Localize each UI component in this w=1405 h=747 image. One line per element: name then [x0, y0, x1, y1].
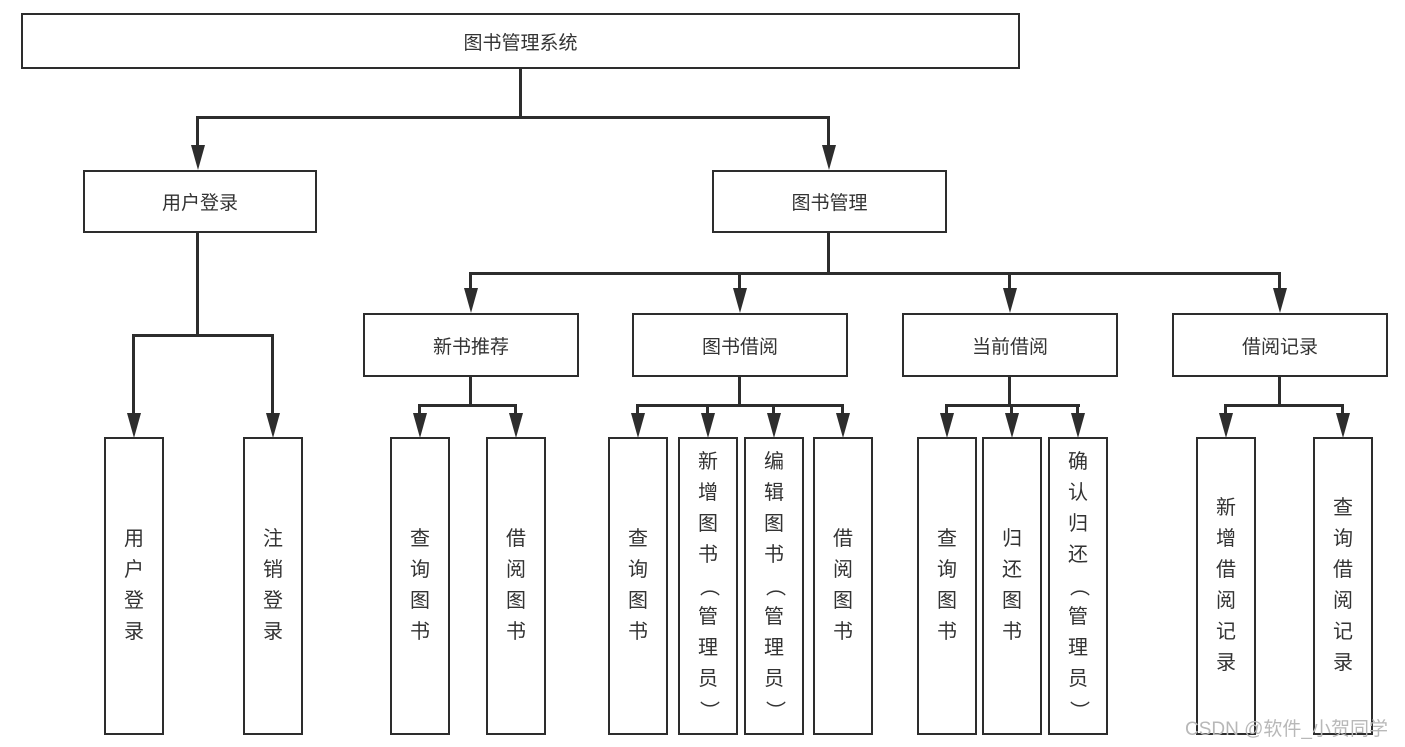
- leaf-logout: 注销登录: [243, 437, 303, 735]
- arrow-to-leaf: [509, 413, 523, 438]
- connector-drop: [772, 404, 775, 414]
- arrow-to-user-login: [191, 145, 205, 170]
- connector-drop-book-management: [827, 116, 830, 146]
- connector-drop: [706, 404, 709, 414]
- connector-drop-user-login: [196, 116, 199, 146]
- leaf-add-borrow-record: 新增借阅记录: [1196, 437, 1256, 735]
- connector-drop: [841, 404, 844, 414]
- arrow-to-borrowing-records: [1273, 288, 1287, 313]
- leaf-borrow-books: 借阅图书: [486, 437, 546, 735]
- arrow-to-leaf-logout: [266, 413, 280, 438]
- node-user-login: 用户登录: [83, 170, 317, 233]
- connector-drop: [636, 404, 639, 414]
- leaf-query-books: 查询图书: [390, 437, 450, 735]
- connector-drop-leaf-user-login: [132, 334, 135, 414]
- node-current-borrowing: 当前借阅: [902, 313, 1118, 377]
- connector-user-login-bar: [132, 334, 274, 337]
- leaf-query-books: 查询图书: [608, 437, 668, 735]
- connector-drop: [514, 404, 517, 414]
- arrow-to-leaf: [701, 413, 715, 438]
- arrow-to-new-book-recommend: [464, 288, 478, 313]
- arrow-to-current-borrowing: [1003, 288, 1017, 313]
- arrow-to-leaf: [940, 413, 954, 438]
- connector-user-login-stem: [196, 233, 199, 336]
- node-book-management: 图书管理: [712, 170, 947, 233]
- node-borrowing-records: 借阅记录: [1172, 313, 1388, 377]
- csdn-watermark: CSDN @软件_小贺同学: [1185, 719, 1388, 740]
- arrow-to-book-borrowing: [733, 288, 747, 313]
- arrow-to-leaf: [631, 413, 645, 438]
- leaf-add-books-admin: 新增图书（管理员）: [678, 437, 738, 735]
- connector-borrowing-bar: [636, 404, 844, 407]
- connector-drop-borrowing-records: [1278, 272, 1281, 289]
- node-book-management-system: 图书管理系统: [21, 13, 1020, 69]
- arrow-to-leaf: [1005, 413, 1019, 438]
- leaf-user-login: 用户登录: [104, 437, 164, 735]
- arrow-to-leaf: [1336, 413, 1350, 438]
- connector-records-bar: [1224, 404, 1344, 407]
- node-new-book-recommendation: 新书推荐: [363, 313, 579, 377]
- arrow-to-book-management: [822, 145, 836, 170]
- connector-current-stem: [1008, 377, 1011, 406]
- connector-root-stem: [519, 69, 522, 118]
- connector-drop: [1224, 404, 1227, 414]
- connector-borrowing-stem: [738, 377, 741, 406]
- connector-drop: [1010, 404, 1013, 414]
- connector-root-bar: [196, 116, 830, 119]
- leaf-edit-books-admin: 编辑图书（管理员）: [744, 437, 804, 735]
- connector-drop: [945, 404, 948, 414]
- connector-drop: [1076, 404, 1079, 414]
- arrow-to-leaf: [767, 413, 781, 438]
- leaf-return-books: 归还图书: [982, 437, 1042, 735]
- arrow-to-leaf: [836, 413, 850, 438]
- connector-drop-current-borrowing: [1008, 272, 1011, 289]
- arrow-to-leaf: [1219, 413, 1233, 438]
- connector-drop: [1341, 404, 1344, 414]
- connector-drop-book-borrowing: [738, 272, 741, 289]
- arrow-to-leaf: [413, 413, 427, 438]
- arrow-to-leaf-user-login: [127, 413, 141, 438]
- connector-book-management-stem: [827, 233, 830, 275]
- connector-book-management-bar: [469, 272, 1281, 275]
- connector-recommend-stem: [469, 377, 472, 406]
- connector-drop-leaf-logout: [271, 334, 274, 414]
- leaf-borrow-books: 借阅图书: [813, 437, 873, 735]
- connector-recommend-bar: [418, 404, 517, 407]
- leaf-query-books: 查询图书: [917, 437, 977, 735]
- arrow-to-leaf: [1071, 413, 1085, 438]
- leaf-confirm-return-admin: 确认归还（管理员）: [1048, 437, 1108, 735]
- connector-records-stem: [1278, 377, 1281, 406]
- leaf-query-borrow-record: 查询借阅记录: [1313, 437, 1373, 735]
- connector-drop: [418, 404, 421, 414]
- node-book-borrowing: 图书借阅: [632, 313, 848, 377]
- connector-drop-new-book-recommend: [469, 272, 472, 289]
